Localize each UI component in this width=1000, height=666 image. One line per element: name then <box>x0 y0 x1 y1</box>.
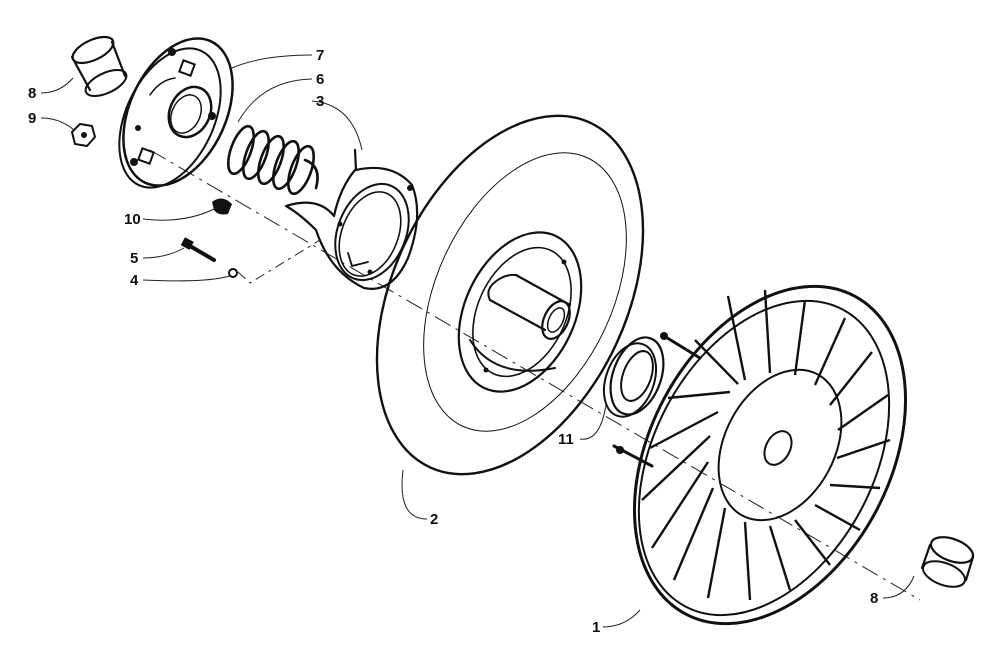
sheave-fins <box>641 289 891 601</box>
callout-11: 11 <box>558 431 574 448</box>
part-8-bushing-upper <box>70 35 128 97</box>
part-10-slider-button <box>212 198 232 215</box>
callout-6: 6 <box>316 71 324 88</box>
part-6-spring <box>226 124 319 196</box>
part-5-screw <box>180 237 216 262</box>
part-2-movable-sheave <box>375 114 645 476</box>
part-7-cam-plate <box>118 37 234 189</box>
part-1-fixed-sheave <box>612 284 908 626</box>
part-4-washer <box>228 268 238 278</box>
leader-lines <box>40 54 915 628</box>
part-9-nut <box>71 123 96 147</box>
callout-3: 3 <box>316 93 324 110</box>
callout-8-upper: 8 <box>28 85 36 102</box>
part-3-cam <box>284 148 419 290</box>
callout-7: 7 <box>316 47 324 64</box>
callout-8-lower: 8 <box>870 590 878 607</box>
callout-10: 10 <box>124 211 141 228</box>
callout-4: 4 <box>130 272 139 289</box>
assembly-axis-lines <box>149 149 921 601</box>
callout-5: 5 <box>130 250 138 267</box>
part-11-spacer-washers <box>602 336 665 418</box>
callout-9: 9 <box>28 110 36 127</box>
callout-1: 1 <box>592 619 600 636</box>
callout-2: 2 <box>430 511 438 528</box>
callout-labels: 7 6 3 8 9 10 5 4 11 2 1 8 <box>28 47 878 636</box>
part-8-bushing-lower <box>920 536 975 588</box>
